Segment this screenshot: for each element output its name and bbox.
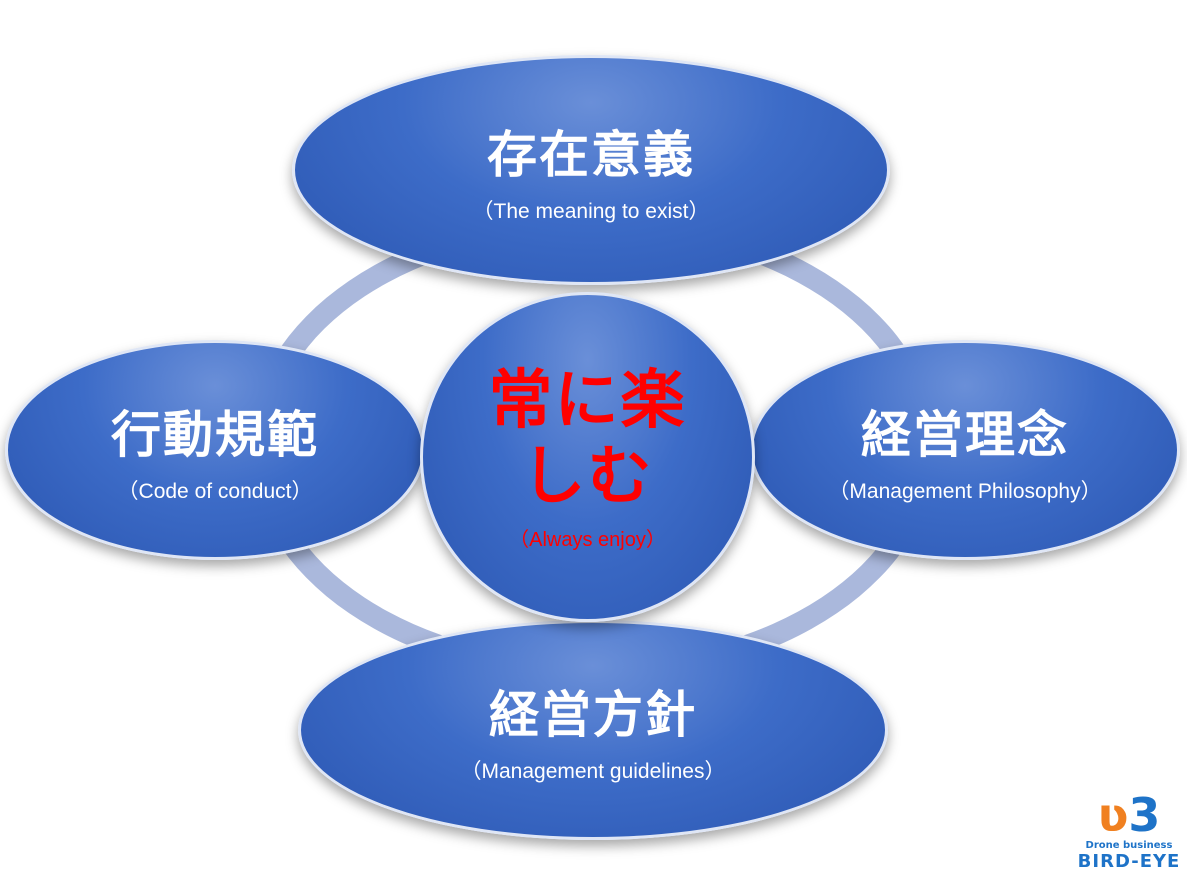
node-subtitle: （Always enjoy） (509, 528, 666, 551)
node-code-of-conduct: 行動規範 （Code of conduct） (5, 340, 425, 560)
node-subtitle: （Management guidelines） (460, 760, 726, 783)
node-subtitle: （Code of conduct） (117, 480, 313, 503)
bird-eye-logo: ʋ3 Drone business BIRD-EYE (1074, 790, 1184, 872)
node-subtitle: （The meaning to exist） (472, 200, 710, 223)
logo-name: BIRD-EYE (1077, 851, 1181, 872)
node-title: 経営方針 (489, 686, 697, 744)
logo-tagline: Drone business (1085, 840, 1173, 851)
node-management-philosophy: 経営理念 （Management Philosophy） (750, 340, 1180, 560)
node-title: 常に楽しむ (488, 363, 687, 514)
node-subtitle: （Management Philosophy） (828, 480, 1102, 503)
node-management-guidelines: 経営方針 （Management guidelines） (298, 620, 888, 840)
node-always-enjoy: 常に楽しむ （Always enjoy） (420, 292, 755, 622)
node-title: 経営理念 (861, 406, 1069, 464)
logo-mark-icon: ʋ3 (1097, 788, 1161, 842)
node-meaning-to-exist: 存在意義 （The meaning to exist） (292, 55, 890, 285)
node-title: 存在意義 (487, 126, 695, 184)
node-title: 行動規範 (111, 406, 319, 464)
